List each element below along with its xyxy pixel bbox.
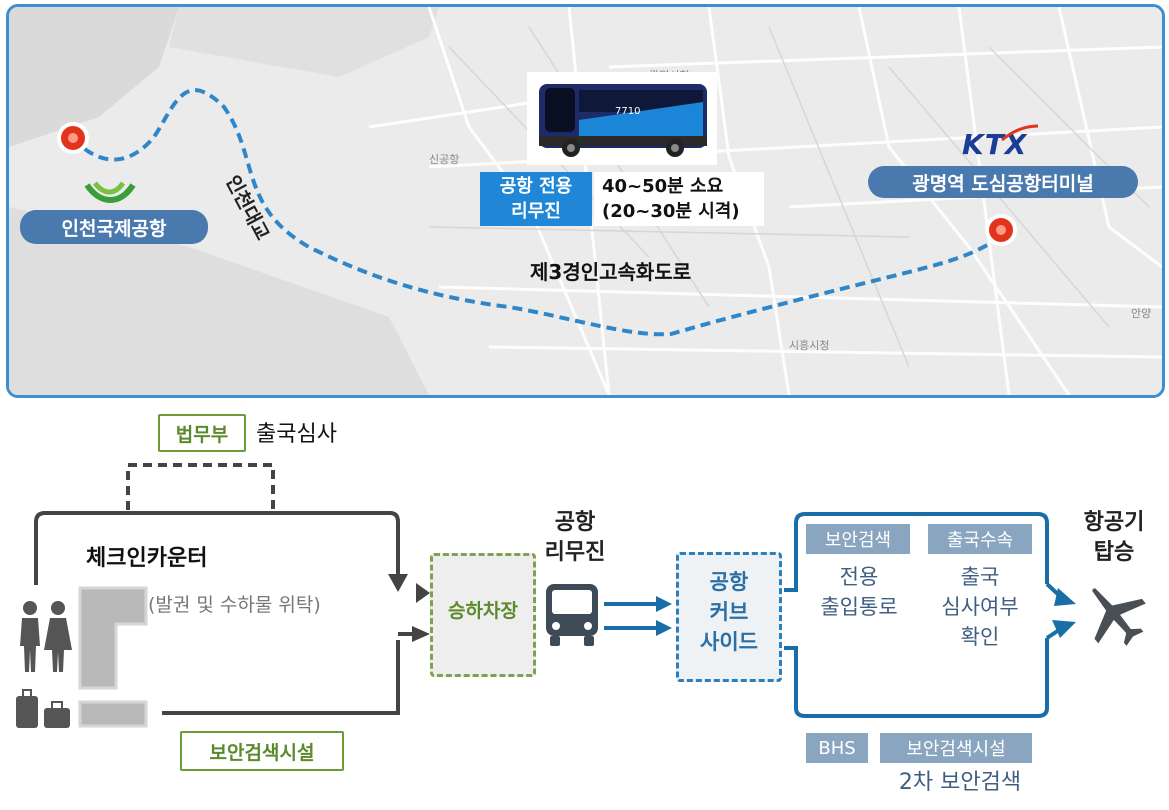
airport-logo-icon: [84, 181, 136, 203]
curbside-label-line: 커브: [709, 600, 749, 624]
town-label: 안양: [1131, 307, 1152, 320]
security-facility-box: 보안검색시설: [180, 731, 344, 771]
security-facility-tag: 보안검색시설: [880, 733, 1032, 763]
bus-photo: 7710: [527, 72, 717, 165]
airport-limousine-box: 공항 전용 리무진: [480, 172, 592, 226]
checkin-counter-label: 체크인카운터: [86, 546, 208, 571]
gwangmyeong-terminal-marker: [985, 214, 1017, 246]
aircraft-boarding-title: 항공기 탑승: [1064, 508, 1164, 568]
highway-label: 제3경인고속화도로: [530, 260, 692, 284]
security-conveyor-icon: [78, 700, 148, 728]
incheon-airport-label: 인천국제공항: [20, 210, 208, 244]
boarding-area-box: 승하차장: [430, 553, 536, 677]
security-check-tag: 보안검색: [806, 524, 910, 554]
boarding-title-line: 탑승: [1093, 540, 1135, 565]
ktx-swoosh-icon: [1001, 124, 1039, 142]
limousine-title-line: 공항: [554, 510, 596, 535]
checkin-counter-icon: [78, 586, 148, 690]
passengers-icon: [20, 601, 72, 672]
exit-check-line: 출국: [960, 565, 1000, 589]
bus-plate-text: 7710: [615, 106, 641, 117]
limousine-box-line: 리무진: [511, 201, 561, 222]
boarding-title-line: 항공기: [1083, 510, 1145, 535]
duration-box: 40~50분 소요 (20~30분 시격): [594, 172, 764, 226]
incheon-airport-marker: [57, 122, 89, 154]
boarding-area-label: 승하차장: [448, 600, 518, 622]
bus-icon: [546, 584, 598, 646]
exit-procedure-tag: 출국수속: [928, 524, 1032, 554]
limousine-bus-icon: [539, 84, 707, 157]
ministry-of-justice-box: 법무부: [158, 414, 246, 452]
bhs-tag: BHS: [806, 733, 868, 763]
airport-curbside-box: 공항 커브 사이드: [676, 552, 782, 682]
exit-check-label: 출국 심사여부 확인: [920, 562, 1040, 652]
limousine-route-line: [71, 88, 1003, 337]
route-map-panel: 광명시청 시흥시청 안양 신공항: [6, 4, 1165, 398]
luggage-icon: [16, 689, 70, 728]
curbside-label-line: 공항: [709, 570, 749, 594]
checkin-sub-label: (발권 및 수하물 위탁): [148, 594, 321, 616]
dedicated-passage-line: 전용: [839, 565, 879, 589]
airplane-icon: [1092, 588, 1146, 646]
exit-check-line: 확인: [960, 625, 1000, 649]
gwangmyeong-terminal-label: 광명역 도심공항터미널: [868, 166, 1138, 198]
map-background: [9, 7, 1162, 395]
exit-check-line: 심사여부: [941, 595, 1019, 619]
second-security-label: 2차 보안검색: [898, 770, 1022, 795]
town-label: 신공항: [429, 153, 460, 166]
duration-text: 40~50분 소요: [602, 176, 724, 197]
curbside-label-line: 사이드: [700, 630, 758, 654]
airport-limousine-title: 공항 리무진: [530, 508, 620, 568]
dedicated-passage-line: 출입통로: [820, 595, 898, 619]
interval-text: (20~30분 시격): [602, 201, 740, 222]
curbside-label: 공항 커브 사이드: [679, 567, 779, 657]
limousine-box-line: 공항 전용: [499, 176, 573, 197]
ktx-logo: KTX: [962, 128, 1028, 161]
town-label: 시흥시청: [789, 339, 830, 352]
dedicated-passage-label: 전용 출입통로: [800, 562, 918, 622]
limousine-title-line: 리무진: [544, 540, 606, 565]
emigration-inspection-label: 출국심사: [256, 422, 337, 447]
